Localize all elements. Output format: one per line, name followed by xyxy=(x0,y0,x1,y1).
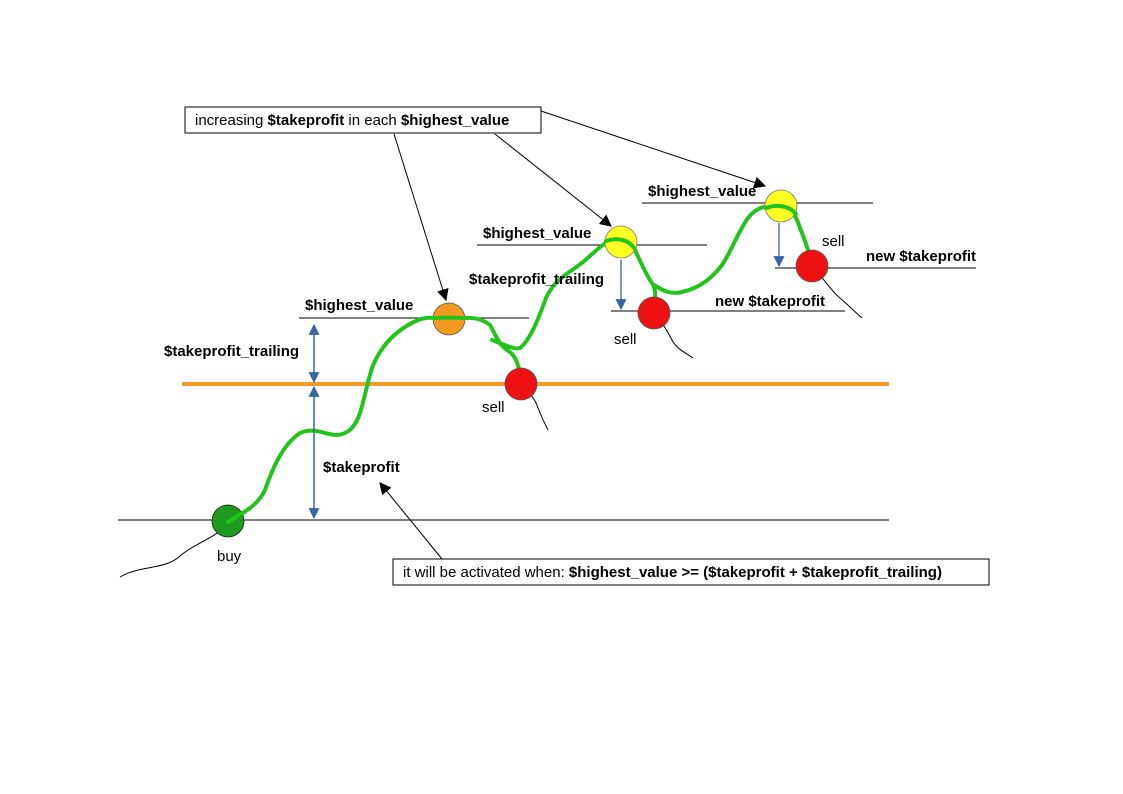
takeprofit-label: $takeprofit xyxy=(323,459,400,476)
top-annotation-box xyxy=(184,106,542,134)
new-takeprofit-label-2: new $takeprofit xyxy=(866,248,976,265)
sell-circle-icon-3 xyxy=(795,249,829,283)
sell-label-3: sell xyxy=(822,233,845,250)
annotation-arrow-icon-3 xyxy=(540,110,767,189)
sell-circle-icon-2 xyxy=(637,296,671,330)
annotation-arrow-icon-4 xyxy=(379,482,443,560)
bottom-annotation-box xyxy=(392,558,990,586)
bottom-annotation-text: it will be activated when: $highest_valu… xyxy=(403,564,942,581)
annotation-arrow-icon-2 xyxy=(494,133,612,227)
price-curve xyxy=(226,203,814,524)
price-tail-buy xyxy=(119,523,229,578)
takeprofit-trailing-label-left: $takeprofit_trailing xyxy=(164,343,299,360)
new-takeprofit-label-1: new $takeprofit xyxy=(715,293,825,310)
highest-value-label-1: $highest_value xyxy=(305,297,413,314)
sell-label-1: sell xyxy=(482,399,505,416)
buy-label: buy xyxy=(217,548,242,565)
takeprofit-trailing-label-mid: $takeprofit_trailing xyxy=(469,271,604,288)
sell-label-2: sell xyxy=(614,331,637,348)
annotation-arrow-icon-1 xyxy=(393,133,449,302)
highest-value-label-3: $highest_value xyxy=(648,183,756,200)
sell-circle-icon-1 xyxy=(504,367,538,401)
top-annotation-text: increasing $takeprofit in each $highest_… xyxy=(195,112,509,129)
price-curve-overlay xyxy=(226,203,798,524)
highest-value-label-2: $highest_value xyxy=(483,225,591,242)
